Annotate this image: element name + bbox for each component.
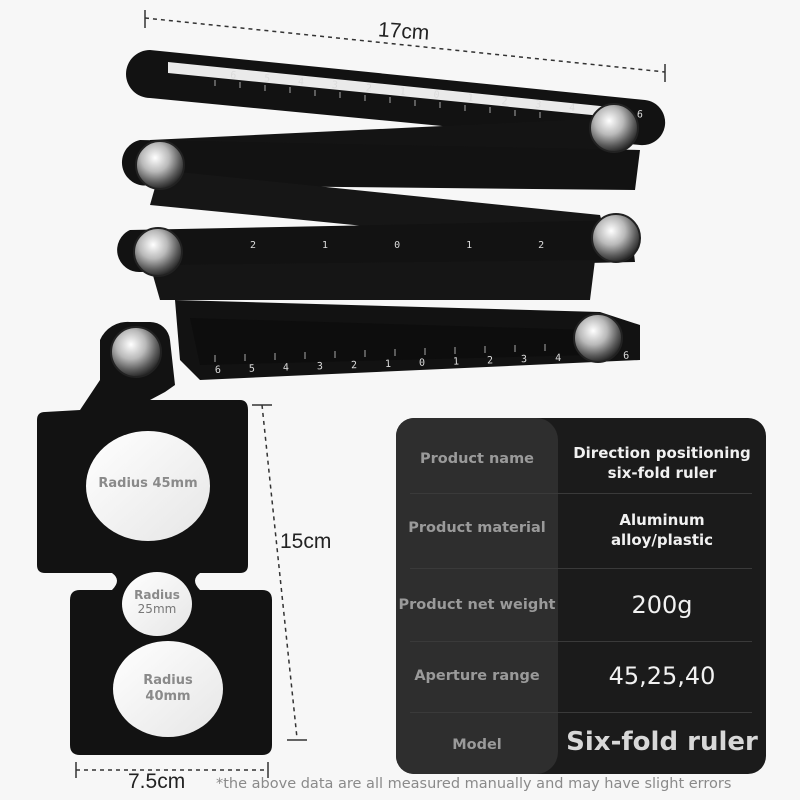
spec-value-product-name: Direction positioning six-fold ruler — [558, 444, 766, 483]
spec-divider — [410, 641, 752, 642]
height-label: 15cm — [280, 530, 332, 553]
spec-value-product-material-line2: alloy/plastic — [610, 530, 714, 549]
six-fold-ruler: 6 5 4 3 2 1 0 1 2 3 4 5 6 2 1 0 1 2 6 5 … — [117, 50, 666, 380]
spec-row-aperture-range: Aperture range 45,25,40 — [396, 642, 766, 713]
spec-row-product-material: Product material Aluminum alloy/plastic — [396, 494, 766, 569]
hole-label-45mm-text: Radius 45mm — [98, 476, 198, 491]
ruler-scale-arm-b: 2 1 0 1 2 — [250, 240, 574, 251]
ruler-hinge-knobs — [133, 103, 641, 363]
height-dimension-line — [252, 404, 307, 741]
spec-value-net-weight: 200g — [631, 591, 693, 619]
spec-value-product-name-line2: six-fold ruler — [607, 463, 717, 482]
hole-label-25mm-line2: 25mm — [137, 602, 177, 617]
spec-table: Product name Direction positioning six-f… — [396, 418, 766, 774]
spec-key-net-weight: Product net weight — [398, 597, 556, 613]
spec-row-model: Model Six-fold ruler — [396, 713, 766, 774]
hinge-knob-2 — [591, 213, 641, 263]
spec-divider — [410, 712, 752, 713]
spec-key-aperture-range: Aperture range — [414, 668, 540, 684]
spec-key-column — [396, 418, 558, 774]
spec-value-product-material-line1: Aluminum — [619, 511, 705, 529]
length-label: 17cm — [377, 18, 431, 45]
measurement-footnote: *the above data are all measured manuall… — [216, 776, 732, 792]
hole-label-25mm: Radius 25mm — [122, 588, 192, 617]
spec-key-product-name: Product name — [419, 451, 535, 467]
hole-25mm — [122, 572, 192, 636]
aperture-template-plate — [37, 321, 272, 755]
length-dimension-line — [144, 10, 666, 82]
ruler-arm-6 — [150, 260, 595, 300]
hole-label-40mm: Radius 40mm — [120, 673, 216, 704]
spec-value-aperture-range: 45,25,40 — [608, 662, 716, 690]
spec-divider — [410, 493, 752, 494]
ruler-arm-5 — [117, 220, 636, 273]
hole-label-25mm-line1: Radius — [134, 588, 180, 602]
spec-value-product-name-line1: Direction positioning — [573, 444, 751, 462]
spec-value-model: Six-fold ruler — [566, 727, 758, 757]
spec-row-net-weight: Product net weight 200g — [396, 569, 766, 642]
hinge-knob-3 — [573, 313, 623, 363]
hole-label-40mm-line1: Radius — [143, 673, 193, 688]
hole-45mm — [86, 431, 210, 541]
width-label: 7.5cm — [128, 770, 186, 793]
plate-hinge-knob — [110, 326, 162, 378]
spec-key-product-material: Product material — [408, 520, 546, 536]
spec-key-model: Model — [452, 737, 502, 753]
hinge-knob-1 — [589, 103, 639, 153]
spec-divider — [410, 568, 752, 569]
width-dimension-line — [75, 762, 269, 778]
spec-value-product-material: Aluminum alloy/plastic — [558, 511, 766, 550]
ruler-arm-3 — [121, 140, 640, 190]
hole-label-45mm: Radius 45mm — [88, 476, 208, 492]
hole-label-40mm-line2: 40mm — [145, 688, 191, 704]
hinge-knob-4 — [135, 140, 185, 190]
spec-row-product-name: Product name Direction positioning six-f… — [396, 418, 766, 494]
hinge-knob-5 — [133, 227, 183, 277]
ruler-ticks — [214, 80, 546, 362]
hole-40mm — [113, 641, 223, 737]
